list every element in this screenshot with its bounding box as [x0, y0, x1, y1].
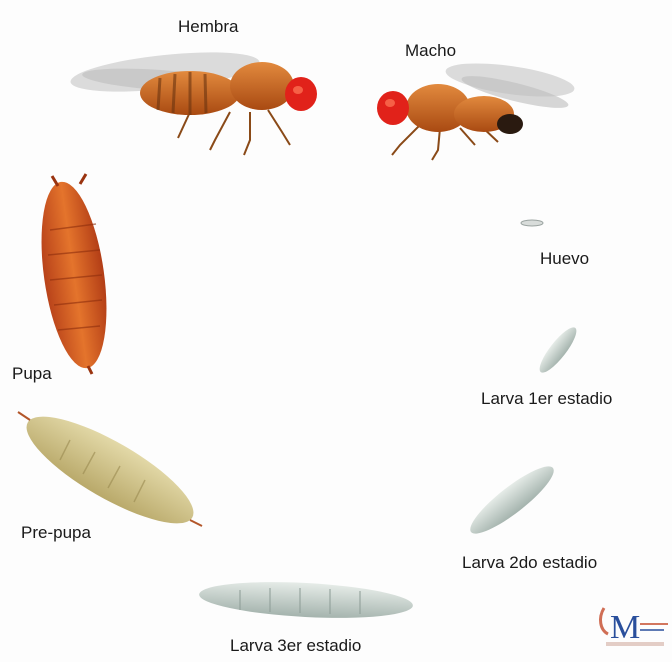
larva-1-image	[534, 323, 581, 377]
prepupa-label: Pre-pupa	[21, 524, 91, 541]
larva-1-label: Larva 1er estadio	[481, 390, 612, 407]
pupa-image	[31, 174, 117, 374]
larva-2-image	[463, 458, 561, 543]
prepupa-image	[14, 398, 207, 541]
male-fly-image	[377, 57, 576, 160]
egg-image	[521, 220, 543, 226]
pupa-label: Pupa	[12, 365, 52, 382]
egg-label: Huevo	[540, 250, 589, 267]
male-label: Macho	[405, 42, 456, 59]
logo-mark-icon: M	[594, 600, 672, 652]
larva-3-label: Larva 3er estadio	[230, 637, 361, 654]
female-fly-image	[69, 45, 317, 155]
logo: M	[594, 600, 672, 652]
larva-2-label: Larva 2do estadio	[462, 554, 597, 571]
logo-letter: M	[610, 609, 640, 646]
larva-3-image	[198, 577, 413, 622]
female-label: Hembra	[178, 18, 238, 35]
